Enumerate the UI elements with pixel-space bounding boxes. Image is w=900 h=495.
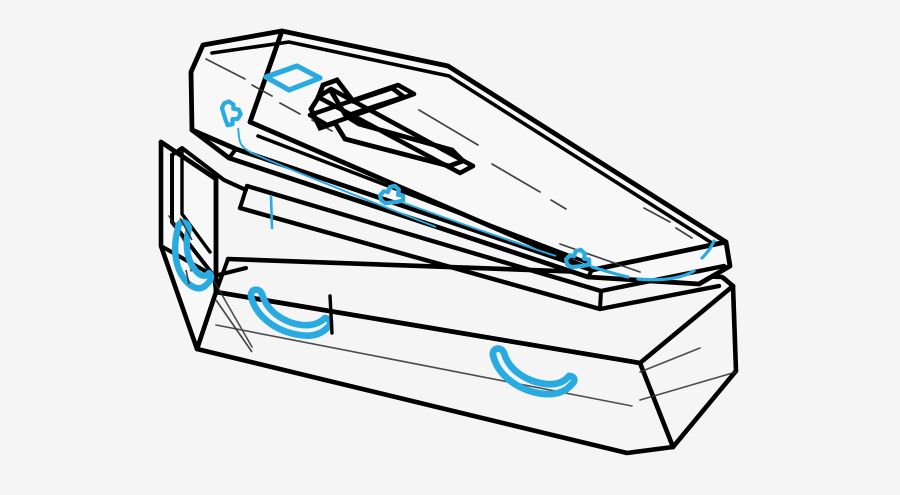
lid-grain-lines bbox=[205, 58, 693, 273]
lid-right-tip-edge bbox=[724, 240, 732, 268]
lid-top-front-edge bbox=[189, 127, 729, 273]
body-front-bottom-edge bbox=[194, 346, 676, 456]
lid-front-edge-face bbox=[229, 149, 730, 284]
nameplate-plaque[interactable] bbox=[263, 63, 323, 93]
body-rim-inner-top bbox=[170, 146, 248, 192]
body-rim-outer-left bbox=[158, 139, 219, 295]
body-right-end-panel bbox=[670, 283, 739, 450]
handle-front-left[interactable] bbox=[247, 286, 334, 339]
lid-inner-trim-lower bbox=[256, 134, 588, 264]
handle-left-end[interactable] bbox=[172, 219, 215, 292]
lid-left-front-corner bbox=[227, 147, 238, 160]
faint-detail-marks bbox=[179, 217, 253, 353]
body-front-right-corner bbox=[637, 360, 676, 450]
clasp-upper-left-trailing-line bbox=[237, 127, 437, 228]
cross-horizontal-arm bbox=[307, 82, 417, 128]
lid-flange-right-cap bbox=[598, 289, 603, 311]
clasp-right-trailing-dash-b bbox=[636, 269, 696, 282]
lid-outline bbox=[188, 28, 733, 287]
faint-mark-head-panel-upper bbox=[179, 217, 193, 241]
body-rim-inner-left bbox=[170, 153, 248, 278]
handle-front-right[interactable] bbox=[489, 345, 578, 398]
faint-mark-body-corner bbox=[215, 299, 253, 353]
body-rim-inner-ledge bbox=[180, 146, 212, 254]
lid-right-front-corner bbox=[586, 268, 594, 279]
body-lip-upper bbox=[225, 256, 736, 289]
clasp-middle-trailing-line bbox=[403, 202, 557, 257]
detail-tick-marks bbox=[328, 294, 334, 335]
lid-flange-left-cap bbox=[238, 184, 249, 210]
clasp-right-trailing-dash-a bbox=[590, 265, 630, 279]
faint-mark-head-panel-lower bbox=[185, 269, 190, 285]
body-lip-lower bbox=[213, 289, 643, 366]
highlighted-details bbox=[172, 63, 716, 398]
handle-tick-front-left bbox=[328, 294, 334, 335]
cross-vertical-arm bbox=[315, 86, 476, 176]
clasp-right-trailing-dash-c bbox=[700, 239, 716, 260]
seam-guide-line bbox=[269, 194, 274, 230]
lid-inner-trim-upper bbox=[210, 40, 714, 245]
cross-emblem-simplified bbox=[307, 82, 476, 176]
